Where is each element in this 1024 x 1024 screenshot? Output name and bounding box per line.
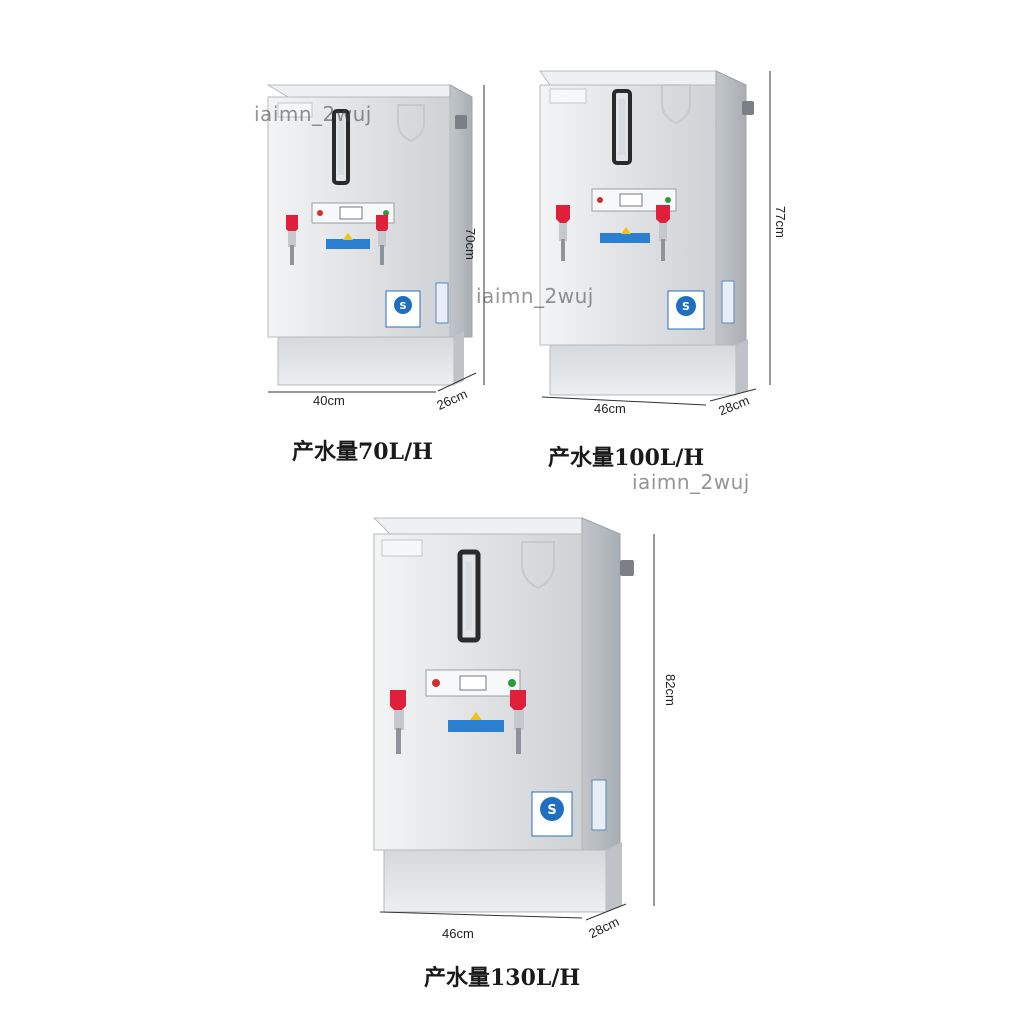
svg-text:S: S [547,803,556,818]
heater-100l: S [520,55,790,425]
heater-70l-dimension-lines [268,85,485,393]
height-label-130l: 82cm [663,674,678,706]
watermark-2: iaimn_2wuj [476,284,594,308]
heater-70l-illustration: S [266,84,473,386]
heater-100l-illustration: S [539,70,754,396]
heater-70l: S [250,55,510,415]
caption-100l: 产水量100L/H [548,445,705,471]
heater-130l-illustration: S [372,517,634,913]
caption-70l: 产水量70L/H [292,439,433,465]
heater-100l-dimension-lines [541,71,771,406]
heater-130l: S [360,510,670,940]
svg-text:S: S [682,300,690,313]
caption-130l: 产水量130L/H [424,965,581,991]
width-label-100l: 46cm [594,401,626,416]
svg-text:S: S [399,301,406,312]
watermark-3: iaimn_2wuj [632,470,750,494]
watermark-1: iaimn_2wuj [254,102,372,126]
width-label-130l: 46cm [442,926,474,941]
width-label-70l: 40cm [313,393,345,408]
heater-130l-dimension-lines [379,534,655,921]
height-label-70l: 70cm [463,228,478,260]
height-label-100l: 77cm [773,206,788,238]
